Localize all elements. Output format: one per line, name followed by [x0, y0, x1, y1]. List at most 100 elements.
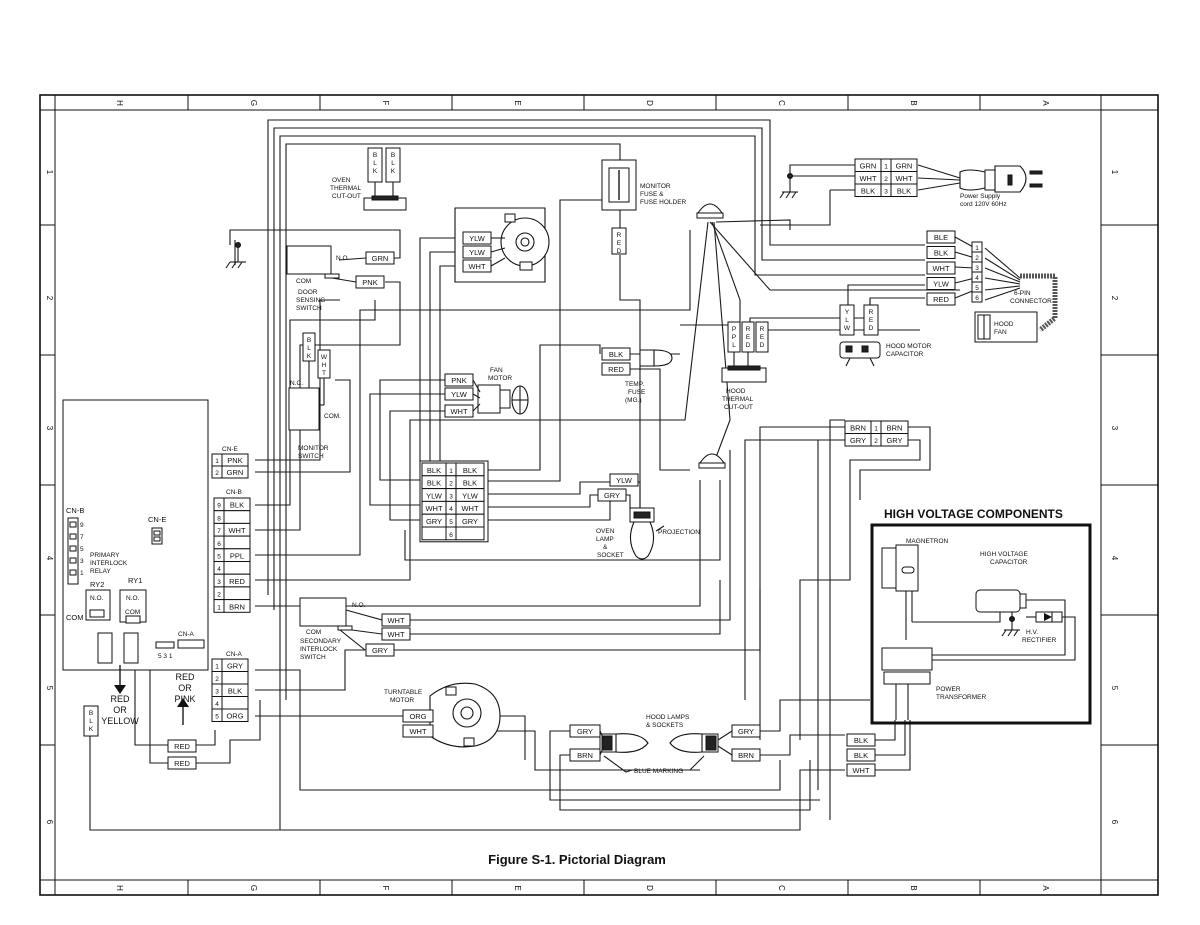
cnb-board-label: CN-B	[66, 506, 84, 515]
cna-pin-number: 5	[215, 714, 219, 721]
blue-marking-label: BLUE MARKING	[634, 768, 683, 775]
sec-interlock-wire-1-label: WHT	[387, 616, 404, 625]
terminal-right-wire: WHT	[461, 504, 478, 513]
six-pin-wire-1-tag	[926, 230, 956, 244]
cna-wire	[221, 696, 249, 710]
door-sensing-switch	[286, 245, 340, 279]
six-pin-wire-4-tag	[926, 277, 956, 290]
power-transformer-icon	[881, 647, 933, 720]
grid-row-left-3: 3	[45, 426, 54, 431]
cnb-board-pin-label: 7	[80, 534, 84, 541]
hv-rectifier-icon	[920, 611, 1076, 661]
bottom-wire-3-label: WHT	[852, 766, 869, 775]
cnb-pin-number: 5	[217, 554, 221, 561]
six-pin-number: 4	[975, 275, 979, 282]
ry1-com-label: COM	[125, 609, 140, 616]
grid-col-bottom-C: C	[777, 885, 786, 891]
cna-label: CN-A	[226, 651, 243, 658]
cnb-board-pin	[69, 569, 77, 576]
brn-gry-right-wire: GRY	[886, 436, 902, 445]
stirrer-wire-1-label: YLW	[469, 234, 486, 243]
oven-lamp-wire-2-tag	[597, 488, 627, 502]
relay-red-tag-2	[167, 756, 197, 770]
cna-wire	[221, 708, 249, 722]
cnb-board-pin	[69, 521, 77, 528]
cne-pin-number: 1	[215, 458, 219, 465]
high-voltage-title: HIGH VOLTAGE COMPONENTS	[884, 507, 1063, 521]
six-pin-number: 1	[975, 245, 979, 252]
cnb-wire	[223, 510, 251, 524]
brn-gry-number: 1	[874, 426, 878, 433]
grid-col-bottom-G: G	[249, 885, 258, 891]
cnb-pin-number: 8	[217, 515, 221, 522]
stirrer-wire-3-label: WHT	[468, 262, 485, 271]
cna-wire-label: GRY	[227, 662, 243, 671]
com-label: COM	[66, 613, 84, 622]
red-or-yellow-arrow-icon	[114, 665, 126, 694]
terminal-right-wire: BLK	[463, 479, 477, 488]
relay-red-tag-1-label: RED	[174, 742, 190, 751]
grid-col-top-F: F	[381, 101, 390, 106]
cne-label: CN-E	[222, 446, 239, 453]
grid-row-right-3: 3	[1110, 426, 1119, 431]
six-pin-wire-4-label: YLW	[933, 280, 950, 289]
sec-interlock-wire-3-tag	[365, 643, 395, 657]
turntable-wire-1-tag	[402, 709, 434, 723]
grid-row-right-5: 5	[1110, 686, 1119, 691]
bottom-wire-2-tag	[846, 748, 876, 762]
projection-label: PROJECTION	[658, 529, 700, 536]
fan-wire-1-label: PNK	[451, 376, 466, 385]
grid-col-bottom-F: F	[381, 886, 390, 891]
six-pin-harness	[1020, 273, 1058, 332]
terminal-right-wire: GRY	[462, 517, 478, 526]
cna-pin-number: 3	[215, 689, 219, 696]
hood-thermal-cutout	[721, 321, 769, 383]
cnb-pin-number: 7	[217, 528, 221, 535]
brn-gry-number: 2	[874, 438, 878, 445]
diagram-frame	[39, 94, 1159, 896]
secondary-interlock-switch	[299, 597, 383, 651]
cnb-board-pin	[69, 533, 77, 540]
figure-title: Figure S-1. Pictorial Diagram	[488, 852, 666, 867]
hood-lamp-left-wire-1-label: GRY	[577, 727, 593, 736]
ground-icon	[779, 173, 798, 199]
cne-pin-number: 2	[215, 470, 219, 477]
sec-interlock-com-label: COM	[306, 629, 321, 636]
grid-col-top-C: C	[777, 100, 786, 106]
six-pin-wire-2-tag	[926, 246, 956, 259]
power-left-wire: WHT	[859, 174, 876, 183]
cne-wire-label: PNK	[227, 456, 242, 465]
grid-col-top-G: G	[249, 100, 258, 106]
turntable-wire-2-label: WHT	[409, 727, 426, 736]
power-terminal-number: 2	[884, 176, 888, 183]
cna-board-pins: 5 3 1	[158, 653, 173, 660]
grid-col-bottom-D: D	[645, 885, 654, 891]
brn-gry-left-wire: GRY	[850, 436, 866, 445]
cnb-wire-label: BLK	[230, 501, 244, 510]
ground-icon	[225, 242, 246, 269]
bottom-wire-3-tag	[846, 763, 876, 777]
stirrer-motor	[454, 207, 550, 283]
cne-wire-label: GRN	[227, 468, 244, 477]
